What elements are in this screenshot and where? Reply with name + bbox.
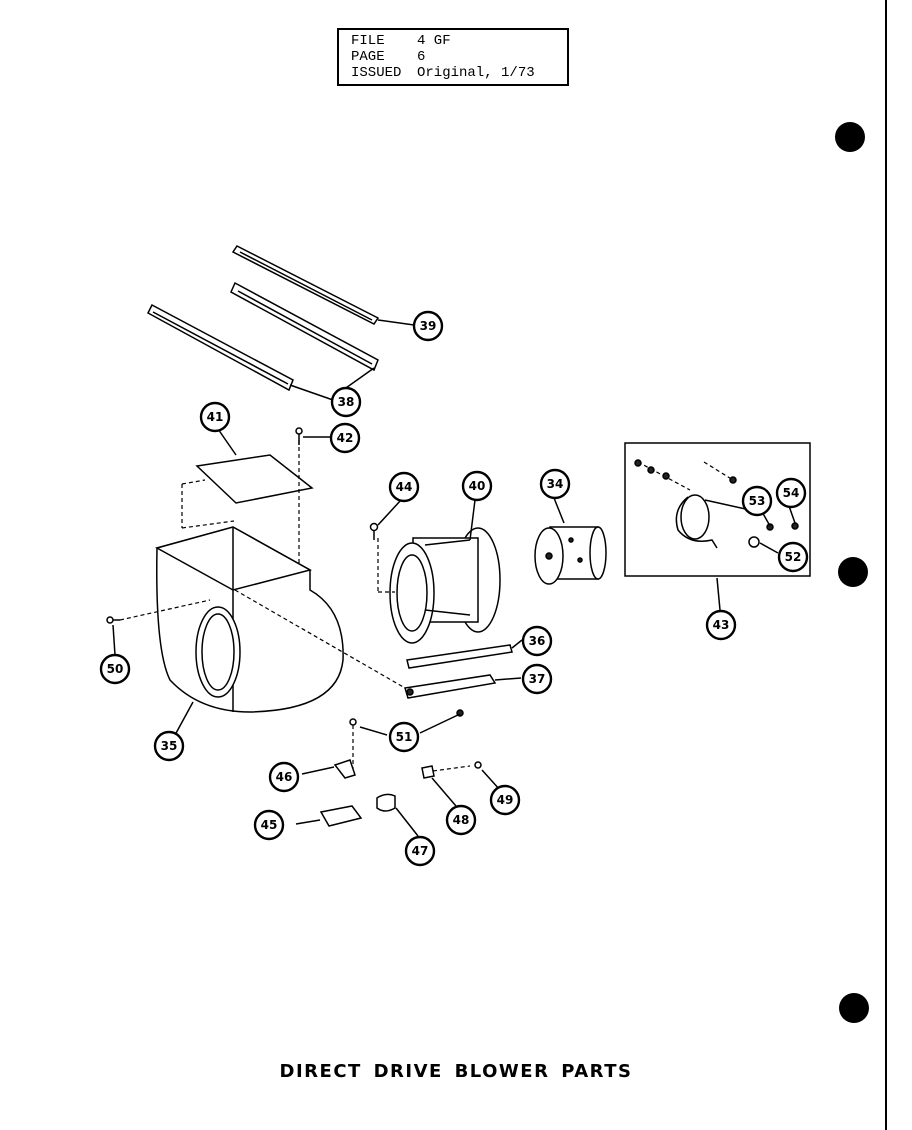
svg-text:38: 38 xyxy=(338,395,355,409)
svg-text:51: 51 xyxy=(396,730,413,744)
clip-46 xyxy=(333,759,356,779)
svg-text:45: 45 xyxy=(261,818,278,832)
callout-45: 45 xyxy=(253,809,285,841)
strap-47 xyxy=(376,793,396,812)
file-info-box: FILE 4 GF PAGE 6 ISSUED Original, 1/73 xyxy=(337,28,569,86)
callout-42: 42 xyxy=(329,422,361,454)
svg-text:52: 52 xyxy=(785,550,802,564)
page-row: PAGE 6 xyxy=(351,49,567,65)
callout-53: 53 xyxy=(741,485,773,517)
blower-housing-35 xyxy=(119,526,406,713)
svg-text:44: 44 xyxy=(396,480,413,494)
callout-34: 34 xyxy=(539,468,571,500)
motor-34 xyxy=(534,526,607,585)
callout-44: 44 xyxy=(388,471,420,503)
screw-50 xyxy=(106,616,120,624)
motor-mount-43 xyxy=(624,442,811,577)
svg-text:35: 35 xyxy=(161,739,178,753)
bracket-36 xyxy=(406,644,513,669)
capacitor-45 xyxy=(319,805,363,827)
callout-48: 48 xyxy=(445,804,477,836)
diagram-caption: DIRECT DRIVE BLOWER PARTS xyxy=(279,1061,633,1082)
file-label: FILE xyxy=(351,33,385,49)
svg-text:34: 34 xyxy=(547,477,564,491)
rail-38-lower xyxy=(147,303,294,392)
callout-54: 54 xyxy=(775,477,807,509)
svg-text:42: 42 xyxy=(337,431,354,445)
blower-wheel-40 xyxy=(377,527,501,644)
callout-46: 46 xyxy=(268,761,300,793)
binder-hole-middle xyxy=(838,557,868,587)
callout-47: 47 xyxy=(404,835,436,867)
binder-hole-bottom xyxy=(839,993,869,1023)
callout-52: 52 xyxy=(777,541,809,573)
svg-text:39: 39 xyxy=(420,319,437,333)
svg-text:43: 43 xyxy=(713,618,730,632)
svg-text:54: 54 xyxy=(783,486,800,500)
svg-text:41: 41 xyxy=(207,410,224,424)
rail-39 xyxy=(231,245,380,325)
issued-row: ISSUED Original, 1/73 xyxy=(351,65,567,81)
callout-51: 51 xyxy=(388,721,420,753)
callout-49: 49 xyxy=(489,784,521,816)
callout-40: 40 xyxy=(461,470,493,502)
page-value: 6 xyxy=(417,49,426,65)
callout-36: 36 xyxy=(521,625,553,657)
callout-43: 43 xyxy=(705,609,737,641)
callout-50: 50 xyxy=(99,653,131,685)
file-row: FILE 4 GF xyxy=(351,33,567,49)
svg-text:50: 50 xyxy=(107,662,124,676)
clip-48 xyxy=(421,765,471,779)
screw-42 xyxy=(295,427,303,445)
svg-text:48: 48 xyxy=(453,813,470,827)
top-cover-41 xyxy=(181,440,314,598)
screw-51 xyxy=(349,709,464,775)
svg-text:46: 46 xyxy=(276,770,293,784)
svg-text:47: 47 xyxy=(412,844,429,858)
file-value: 4 GF xyxy=(417,33,451,49)
svg-text:49: 49 xyxy=(497,793,514,807)
screw-49 xyxy=(474,761,482,769)
callout-41: 41 xyxy=(199,401,231,433)
callout-38: 38 xyxy=(330,386,362,418)
binder-hole-top xyxy=(835,122,865,152)
leader-lines xyxy=(112,319,796,837)
bracket-37 xyxy=(404,674,497,699)
callout-35: 35 xyxy=(153,730,185,762)
svg-text:36: 36 xyxy=(529,634,546,648)
callout-37: 37 xyxy=(521,663,553,695)
screw-44 xyxy=(369,522,379,540)
page-label: PAGE xyxy=(351,49,385,65)
callout-39: 39 xyxy=(412,310,444,342)
svg-text:40: 40 xyxy=(469,479,486,493)
svg-text:37: 37 xyxy=(529,672,546,686)
rail-38-upper xyxy=(230,281,379,372)
issued-value: Original, 1/73 xyxy=(417,65,535,81)
svg-text:53: 53 xyxy=(749,494,766,508)
page-edge-line xyxy=(885,0,887,1130)
issued-label: ISSUED xyxy=(351,65,402,81)
